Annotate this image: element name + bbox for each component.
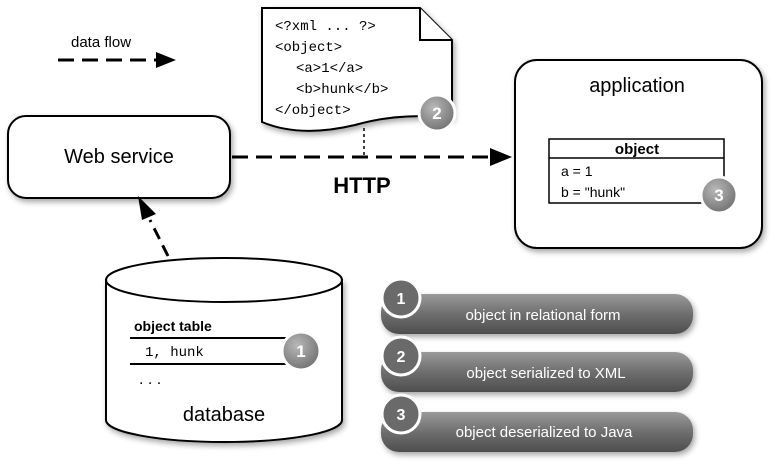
web-service-label: Web service: [64, 146, 174, 168]
xml-line-3: <a>1</a>: [296, 61, 363, 77]
db-dashed-line: [148, 219, 170, 257]
step-number-circle-1: [380, 277, 422, 319]
xml-step-badge-number: 2: [432, 104, 441, 123]
xml-step-badge: [417, 93, 457, 133]
step-number-2: 2: [397, 349, 406, 366]
database-cylinder-body: [105, 279, 343, 443]
step-text-1: object in relational form: [465, 307, 620, 324]
object-box-frame: [548, 138, 725, 204]
xml-line-4: <b>hunk</b>: [296, 82, 388, 98]
xml-line-5: </object>: [275, 103, 351, 119]
step-number-circle-2: [380, 335, 422, 377]
xml-line-1: <?xml ... ?>: [275, 19, 376, 35]
http-flow: HTTP: [232, 128, 512, 198]
step-number-circle-3: [380, 393, 422, 435]
http-label: HTTP: [333, 173, 390, 198]
db-table-title: object table: [134, 318, 212, 334]
application-step-badge: [699, 175, 739, 215]
object-field-b: b = "hunk": [561, 184, 625, 200]
database-label: database: [183, 404, 265, 426]
application-step-badge-number: 3: [714, 186, 723, 205]
step-pill-3: [381, 412, 693, 452]
xml-line-2: <object>: [275, 40, 342, 56]
legend-label: data flow: [71, 34, 131, 51]
database-step-badge: [280, 330, 322, 372]
step-pill-2: [381, 352, 693, 392]
database-step-badge-number: 1: [296, 342, 305, 361]
web-service-node: Web service: [7, 115, 231, 199]
db-table-ellipsis: . . .: [139, 371, 161, 388]
xml-document: <?xml ... ?> <object> <a>1</a> <b>hunk</…: [261, 7, 457, 133]
database-node: object table 1, hunk . . . database 1: [105, 257, 343, 443]
db-table-row: 1, hunk: [145, 345, 204, 361]
step-pill-1: [381, 294, 693, 334]
database-cylinder-top: [105, 257, 343, 303]
object-box-header: object: [615, 141, 659, 158]
step-item-1: 1 object in relational form: [380, 277, 693, 334]
legend-arrowhead: [156, 52, 176, 68]
db-arrowhead: [138, 196, 156, 220]
step-item-2: 2 object serialized to XML: [380, 335, 693, 392]
step-number-1: 1: [397, 291, 406, 308]
application-node: application object a = 1 b = "hunk" 3: [514, 59, 763, 249]
web-service-box: [7, 115, 231, 199]
http-arrowhead: [490, 148, 512, 166]
step-text-3: object deserialized to Java: [456, 424, 633, 441]
application-title: application: [589, 75, 685, 97]
step-item-3: 3 object deserialized to Java: [380, 393, 693, 452]
steps-legend: 1 object in relational form 2 object ser…: [380, 277, 693, 452]
legend: data flow: [58, 34, 176, 68]
xml-document-fold: [419, 8, 452, 41]
object-field-a: a = 1: [561, 163, 593, 179]
object-box: object a = 1 b = "hunk": [548, 138, 725, 204]
step-number-3: 3: [397, 407, 406, 424]
database-to-web-service-arrow: [138, 196, 170, 257]
step-text-2: object serialized to XML: [466, 365, 625, 382]
